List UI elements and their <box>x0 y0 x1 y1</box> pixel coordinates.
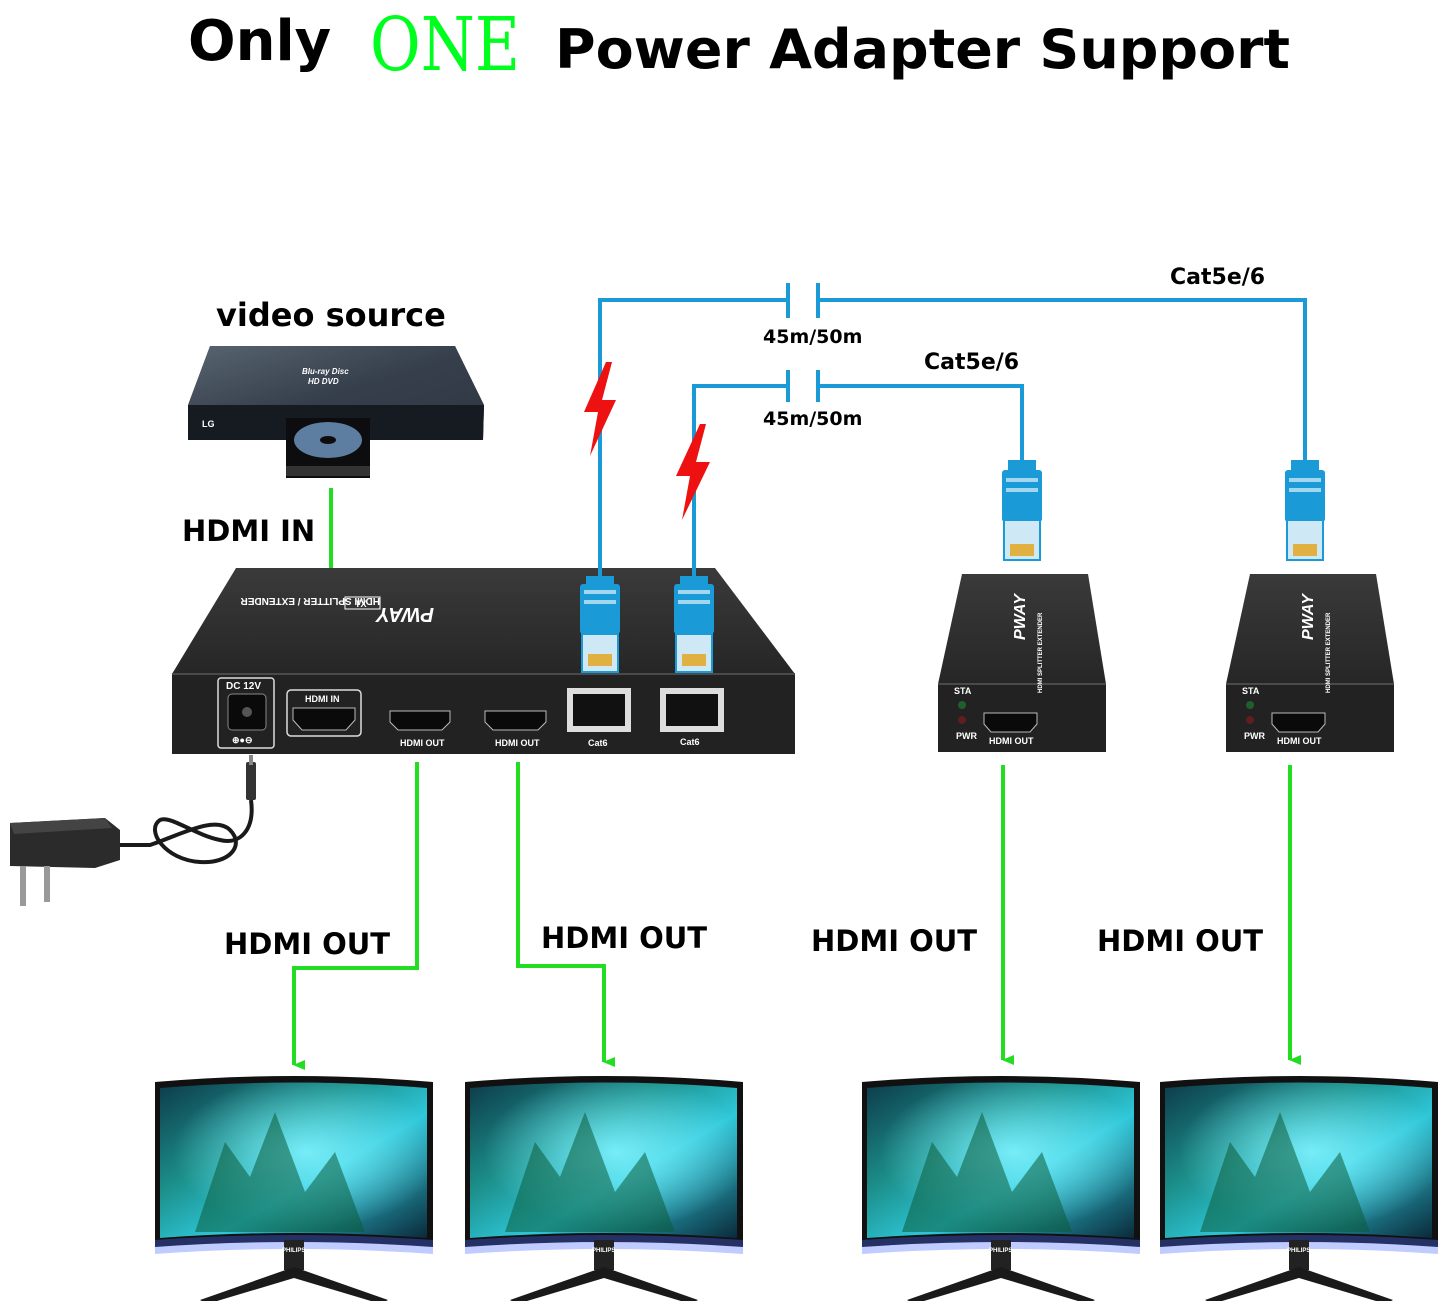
hdmi-out-arrow-1 <box>292 762 419 1070</box>
receiver-2-port: HDMI OUT <box>1277 736 1322 746</box>
monitor-4-brand: PHILIPS <box>1287 1248 1310 1254</box>
dc-port-label: DC 12V <box>226 681 261 692</box>
transmitter-tag: TX <box>355 599 367 609</box>
player-disc-format-1: Blu-ray Disc <box>302 367 349 376</box>
cable-type-label-2: Cat5e/6 <box>924 350 1019 375</box>
hdmi-out-label-1: HDMI OUT <box>224 927 390 961</box>
hdmi-out-label-3: HDMI OUT <box>811 924 977 958</box>
lightning-icon <box>584 362 616 456</box>
rj45-plug-icon <box>1285 460 1325 561</box>
hdmi-in-port-label: HDMI IN <box>305 694 340 704</box>
tx-cat6-2-label: Cat6 <box>680 737 700 747</box>
lightning-icon <box>676 424 710 520</box>
video-source-label: video source <box>216 296 446 334</box>
monitor-1: PHILIPS <box>155 1076 433 1301</box>
rj45-plug-icon <box>1002 460 1042 561</box>
receiver-1-sta: STA <box>954 686 972 696</box>
player-disc-format-2: HD DVD <box>308 377 339 386</box>
cat-cable-1 <box>598 298 1307 582</box>
rj45-plug-icon <box>580 576 620 673</box>
monitor-3: PHILIPS <box>862 1076 1140 1301</box>
receiver-1-pwr: PWR <box>956 731 977 741</box>
monitor-2-brand: PHILIPS <box>592 1248 615 1254</box>
monitor-1-brand: PHILIPS <box>282 1248 305 1254</box>
distance-label-1: 45m/50m <box>763 326 862 348</box>
receiver-unit-2: PWAY HDMI SPLITTER EXTENDER STA PWR HDMI… <box>1226 574 1394 752</box>
receiver-1-model: HDMI SPLITTER EXTENDER <box>1038 612 1044 693</box>
cable-type-label-1: Cat5e/6 <box>1170 265 1265 290</box>
rj45-plug-icon <box>674 576 714 673</box>
receiver-2-pwr: PWR <box>1244 731 1265 741</box>
tx-cat6-1-label: Cat6 <box>588 738 608 748</box>
receiver-1-brand: PWAY <box>1012 593 1029 640</box>
receiver-2-brand: PWAY <box>1300 593 1317 640</box>
hdmi-out-label-4: HDMI OUT <box>1097 924 1263 958</box>
distance-label-2: 45m/50m <box>763 408 862 430</box>
transmitter-model: HDMI SPLITTER / EXTENDER <box>240 595 380 606</box>
receiver-2-model: HDMI SPLITTER EXTENDER <box>1326 612 1332 693</box>
transmitter-unit: PWAY HDMI SPLITTER / EXTENDER TX DC 12V … <box>172 568 795 754</box>
power-adapter <box>10 755 256 906</box>
header-power-adapter-support: Power Adapter Support <box>555 18 1290 81</box>
hdmi-in-label: HDMI IN <box>182 514 315 548</box>
receiver-unit-1: PWAY HDMI SPLITTER EXTENDER STA PWR HDMI… <box>938 574 1106 752</box>
tx-hdmi-out-1-label: HDMI OUT <box>400 738 445 748</box>
monitor-4: PHILIPS <box>1160 1076 1438 1301</box>
dc-polarity-icon: ⊕●⊖ <box>232 735 253 745</box>
hdmi-out-arrow-2 <box>516 762 615 1067</box>
receiver-2-sta: STA <box>1242 686 1260 696</box>
blu-ray-player: LG Blu-ray Disc HD DVD <box>188 346 484 478</box>
player-logo: LG <box>202 419 215 429</box>
hdmi-out-label-2: HDMI OUT <box>541 921 707 955</box>
cat-cable-2 <box>692 384 1024 582</box>
receiver-1-port: HDMI OUT <box>989 736 1034 746</box>
tx-hdmi-out-2-label: HDMI OUT <box>495 738 540 748</box>
monitor-2: PHILIPS <box>465 1076 743 1301</box>
monitor-3-brand: PHILIPS <box>989 1248 1012 1254</box>
header-only: Only <box>188 9 331 74</box>
cable-break-marks <box>786 283 820 402</box>
transmitter-brand: PWAY <box>375 603 434 625</box>
header-one: ONE <box>370 2 520 88</box>
